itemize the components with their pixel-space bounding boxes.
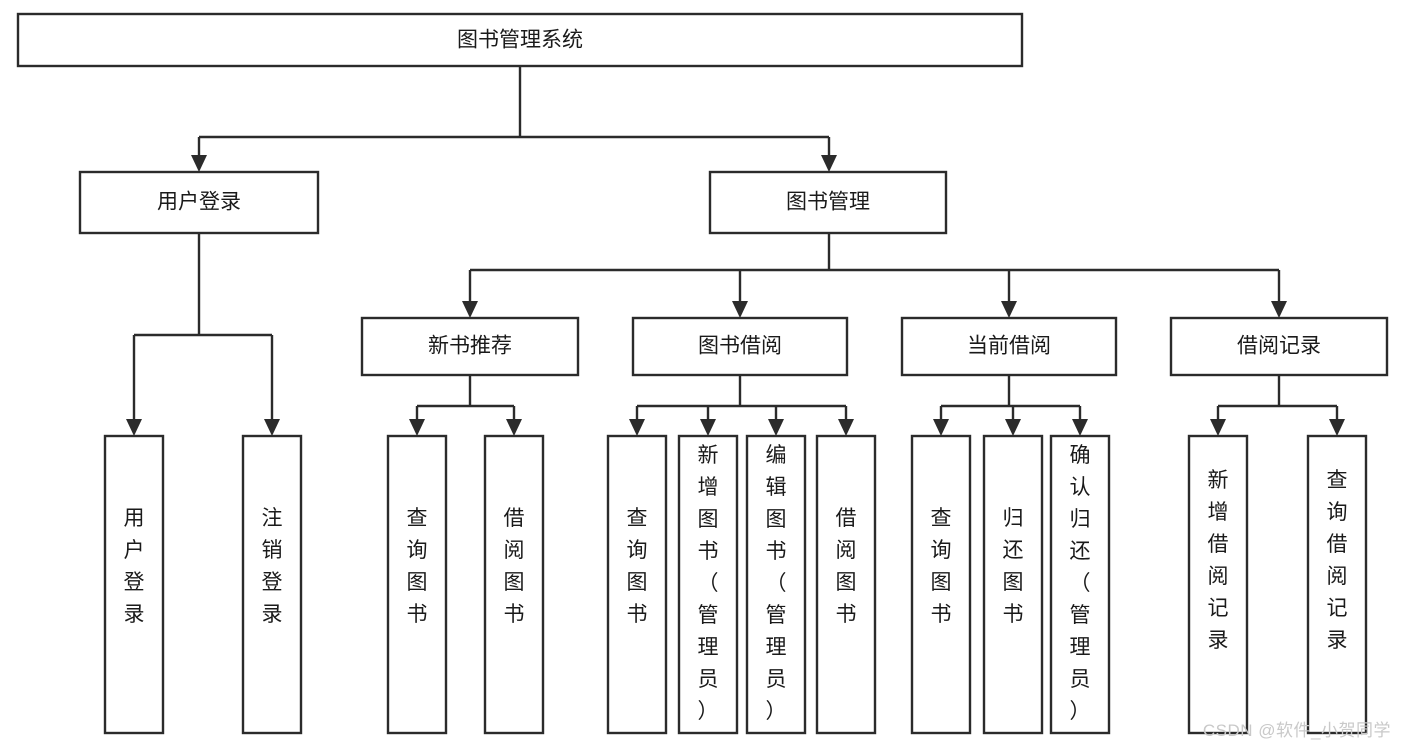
arrow-head-leaf-add-record <box>1210 419 1226 436</box>
arrow-head-leaf-logout <box>264 419 280 436</box>
node-new-book-recommend[interactable]: 新书推荐 <box>360 316 580 377</box>
node-leaf-logout[interactable]: 注销登录 <box>241 434 303 735</box>
node-leaf-logout-box[interactable] <box>241 434 303 735</box>
node-root-box[interactable] <box>16 12 1024 68</box>
node-root[interactable]: 图书管理系统 <box>16 12 1024 68</box>
node-leaf-borrow-book-2[interactable]: 借阅图书 <box>815 434 877 735</box>
node-leaf-return-book-box[interactable] <box>982 434 1044 735</box>
node-leaf-query-book-2[interactable]: 查询图书 <box>606 434 668 735</box>
node-leaf-query-book-2-box[interactable] <box>606 434 668 735</box>
node-current-borrow-box[interactable] <box>900 316 1118 377</box>
node-book-manage-label: 图书管理 <box>786 191 870 214</box>
node-leaf-query-record[interactable]: 查询借阅记录 <box>1306 434 1368 735</box>
node-new-book-recommend-box[interactable] <box>360 316 580 377</box>
node-leaf-confirm-return-label: 确认归还（管理员） <box>1070 444 1091 723</box>
arrow-head-leaf-query-book-2 <box>629 419 645 436</box>
arrow-head-borrow-record <box>1271 301 1287 318</box>
node-leaf-add-record[interactable]: 新增借阅记录 <box>1187 434 1249 735</box>
node-leaf-query-book-3-box[interactable] <box>910 434 972 735</box>
node-leaf-confirm-return[interactable]: 确认归还（管理员） <box>1049 434 1111 735</box>
node-book-borrow-label: 图书借阅 <box>698 335 782 358</box>
arrow-head-leaf-add-book <box>700 419 716 436</box>
node-leaf-user-login-label: 用户登录 <box>124 507 145 626</box>
node-leaf-query-record-box[interactable] <box>1306 434 1368 735</box>
node-leaf-borrow-book-1-label: 借阅图书 <box>504 507 525 626</box>
node-leaf-add-book[interactable]: 新增图书（管理员） <box>677 434 739 735</box>
connector-layer <box>126 66 1345 436</box>
arrow-head-user-login <box>191 155 207 172</box>
arrow-head-leaf-query-book-3 <box>933 419 949 436</box>
arrow-head-current-borrow <box>1001 301 1017 318</box>
node-leaf-edit-book-label: 编辑图书（管理员） <box>766 444 787 723</box>
node-leaf-confirm-return-box[interactable] <box>1049 434 1111 735</box>
node-root-label: 图书管理系统 <box>457 29 583 52</box>
node-new-book-recommend-label: 新书推荐 <box>428 335 512 358</box>
arrow-head-book-manage <box>821 155 837 172</box>
arrow-head-leaf-user-login <box>126 419 142 436</box>
node-leaf-query-book-3[interactable]: 查询图书 <box>910 434 972 735</box>
node-leaf-query-book-3-label: 查询图书 <box>931 507 952 626</box>
arrow-head-leaf-return-book <box>1005 419 1021 436</box>
node-leaf-add-record-box[interactable] <box>1187 434 1249 735</box>
node-leaf-borrow-book-1[interactable]: 借阅图书 <box>483 434 545 735</box>
node-borrow-record-label: 借阅记录 <box>1237 335 1321 358</box>
node-leaf-borrow-book-2-box[interactable] <box>815 434 877 735</box>
node-borrow-record-box[interactable] <box>1169 316 1389 377</box>
node-leaf-user-login[interactable]: 用户登录 <box>103 434 165 735</box>
node-user-login-label: 用户登录 <box>157 191 241 214</box>
node-leaf-add-record-label: 新增借阅记录 <box>1208 469 1229 652</box>
node-user-login-box[interactable] <box>78 170 320 235</box>
node-book-borrow-box[interactable] <box>631 316 849 377</box>
node-book-borrow[interactable]: 图书借阅 <box>631 316 849 377</box>
node-leaf-borrow-book-1-box[interactable] <box>483 434 545 735</box>
arrow-head-leaf-confirm-return <box>1072 419 1088 436</box>
node-leaf-return-book-label: 归还图书 <box>1003 507 1024 626</box>
node-leaf-query-record-label: 查询借阅记录 <box>1327 469 1348 652</box>
arrow-head-book-borrow <box>732 301 748 318</box>
node-current-borrow-label: 当前借阅 <box>967 335 1051 358</box>
node-user-login[interactable]: 用户登录 <box>78 170 320 235</box>
node-current-borrow[interactable]: 当前借阅 <box>900 316 1118 377</box>
arrow-head-leaf-query-book-1 <box>409 419 425 436</box>
arrow-head-leaf-edit-book <box>768 419 784 436</box>
arrow-head-leaf-borrow-book-2 <box>838 419 854 436</box>
arrow-head-new-book-recommend <box>462 301 478 318</box>
node-leaf-edit-book-box[interactable] <box>745 434 807 735</box>
node-leaf-query-book-2-label: 查询图书 <box>627 507 648 626</box>
node-leaf-borrow-book-2-label: 借阅图书 <box>836 507 857 626</box>
node-leaf-add-book-label: 新增图书（管理员） <box>698 444 719 723</box>
node-leaf-edit-book[interactable]: 编辑图书（管理员） <box>745 434 807 735</box>
arrow-head-leaf-borrow-book-1 <box>506 419 522 436</box>
node-leaf-query-book-1[interactable]: 查询图书 <box>386 434 448 735</box>
node-leaf-user-login-box[interactable] <box>103 434 165 735</box>
node-leaf-add-book-box[interactable] <box>677 434 739 735</box>
node-leaf-query-book-1-box[interactable] <box>386 434 448 735</box>
leaf-nodes-layer: 用户登录 注销登录 查询图书 借阅图书 查询图书 新增图书（管理员） <box>103 434 1368 735</box>
node-leaf-logout-label: 注销登录 <box>262 507 283 626</box>
arrow-head-leaf-query-record <box>1329 419 1345 436</box>
node-leaf-query-book-1-label: 查询图书 <box>407 507 428 626</box>
node-book-manage-box[interactable] <box>708 170 948 235</box>
node-borrow-record[interactable]: 借阅记录 <box>1169 316 1389 377</box>
node-book-manage[interactable]: 图书管理 <box>708 170 948 235</box>
node-leaf-return-book[interactable]: 归还图书 <box>982 434 1044 735</box>
csdn-watermark: CSDN @软件_小贺同学 <box>1202 721 1391 740</box>
